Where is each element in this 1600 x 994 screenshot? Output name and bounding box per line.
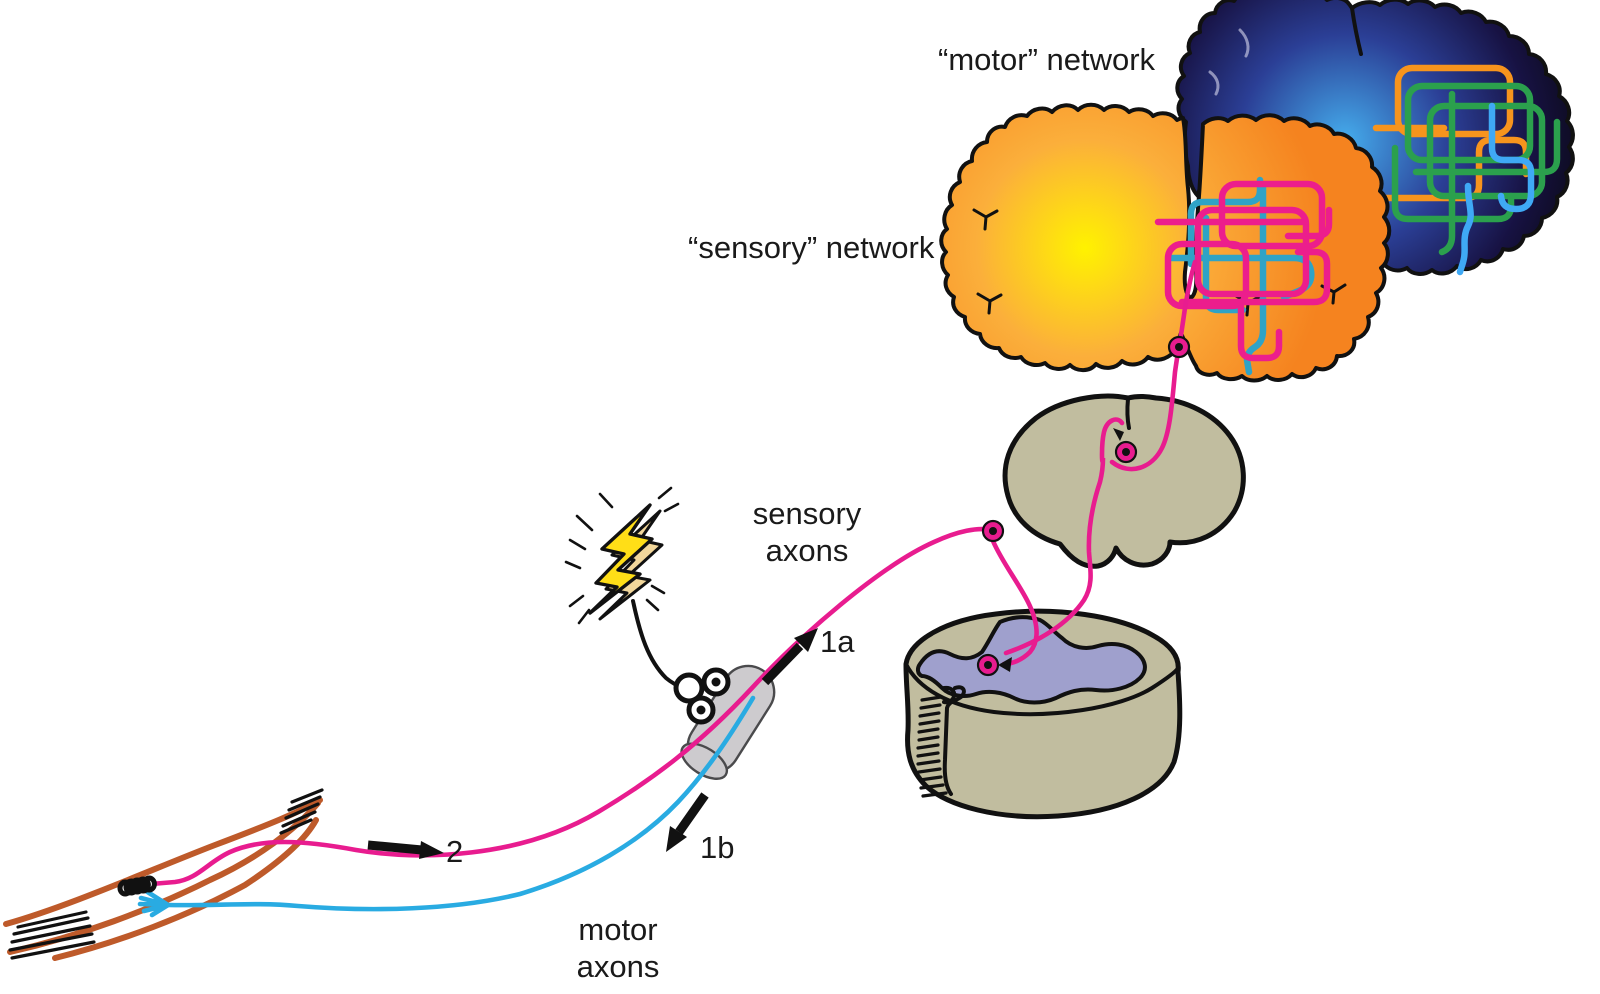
gray-matter-curl [942, 685, 957, 705]
ascending-sensory-path [1003, 417, 1125, 656]
motor-network-tangle [1372, 64, 1561, 276]
network-strand [1426, 102, 1546, 200]
arrow-1a [761, 642, 804, 686]
arrow-1b [675, 792, 709, 835]
network-strand [1438, 90, 1456, 256]
thalamocortical-path [1109, 259, 1198, 472]
arrow-2-head [419, 841, 444, 859]
brainstem-midline-notch [1125, 397, 1131, 430]
motor-axons-label-line1: motor [578, 912, 657, 947]
arrow-1a-head [794, 628, 818, 652]
motor-network-label: “motor” network [938, 42, 1156, 77]
brainstem-outline [1002, 393, 1246, 569]
coil-ring [673, 672, 705, 704]
sensory-axons-label-line1: sensory [753, 496, 862, 531]
bouton-dot [984, 661, 992, 669]
sensory-brain-sulcus [976, 292, 1003, 315]
rootlet-seam [942, 685, 966, 796]
spinal-cord [903, 608, 1183, 820]
motor-endplate-fork [137, 888, 171, 918]
stimulation-coil-icon [673, 667, 731, 725]
sensory-axons-label-line2: axons [766, 533, 849, 568]
network-strand [1404, 82, 1534, 164]
axon-pathways [117, 259, 1198, 918]
coil-dot [711, 677, 721, 687]
spinal-cord-rim [904, 662, 1180, 717]
network-strand [1284, 206, 1333, 240]
network-strand [1456, 182, 1474, 276]
spinal-gray-matter [915, 615, 1147, 705]
stimulator-wire [631, 599, 685, 690]
synapse-bouton [981, 519, 1005, 543]
network-strand [1488, 102, 1535, 213]
cuff-opening [680, 742, 729, 780]
sensory-brain [939, 102, 1392, 383]
sensory-axon-central-branch [990, 538, 1039, 667]
motor-brain-sulcus [1208, 28, 1250, 96]
motor-axon-path [165, 695, 756, 912]
rootlet-hatches [916, 695, 948, 798]
marker-1b-label: 1b [700, 830, 734, 865]
lightning-bolt-icon [564, 486, 680, 625]
brainstem [1002, 393, 1246, 569]
coil-dot [696, 705, 706, 715]
marker-2-label: 2 [446, 834, 463, 869]
bouton-dot [1175, 343, 1183, 351]
bolt-front-face [588, 503, 654, 615]
arrow-1b-head [666, 826, 687, 852]
network-strand [1218, 180, 1326, 250]
network-strand [1178, 248, 1331, 306]
synapse-arrowhead [998, 657, 1012, 672]
synapse-bouton [1167, 335, 1191, 359]
sensory-axon-path [148, 526, 994, 887]
sensory-brain-sulcus [972, 208, 999, 231]
synapse-bouton [1114, 440, 1138, 464]
labels: “motor” network “sensory” network sensor… [446, 42, 1156, 984]
sensory-brain-outline [939, 102, 1392, 383]
sensory-network-label: “sensory” network [688, 230, 935, 265]
motor-brain-midline-fissure [1350, 6, 1363, 56]
marker-1a-label: 1a [820, 624, 855, 659]
sensory-network-tangle [1154, 176, 1333, 376]
muscle-spindle-coil [117, 875, 157, 897]
synapse-arrowhead [1113, 428, 1124, 441]
muscle-striation-hatches [8, 788, 324, 960]
network-strand [1187, 176, 1264, 268]
bolt-sketch-lines [564, 486, 680, 625]
motor-axons-label-line2: axons [577, 949, 660, 984]
arrow-2 [367, 840, 423, 855]
nerve-cuff [680, 664, 776, 780]
stimulator [564, 486, 731, 725]
network-strand [1164, 240, 1250, 310]
network-strand [1237, 302, 1283, 362]
synapse-bouton [976, 653, 1000, 677]
network-strand [1412, 118, 1561, 176]
bouton-dot [989, 527, 997, 535]
bouton-dot [1122, 448, 1130, 456]
direction-arrows [367, 628, 818, 859]
muscle [3, 788, 324, 961]
